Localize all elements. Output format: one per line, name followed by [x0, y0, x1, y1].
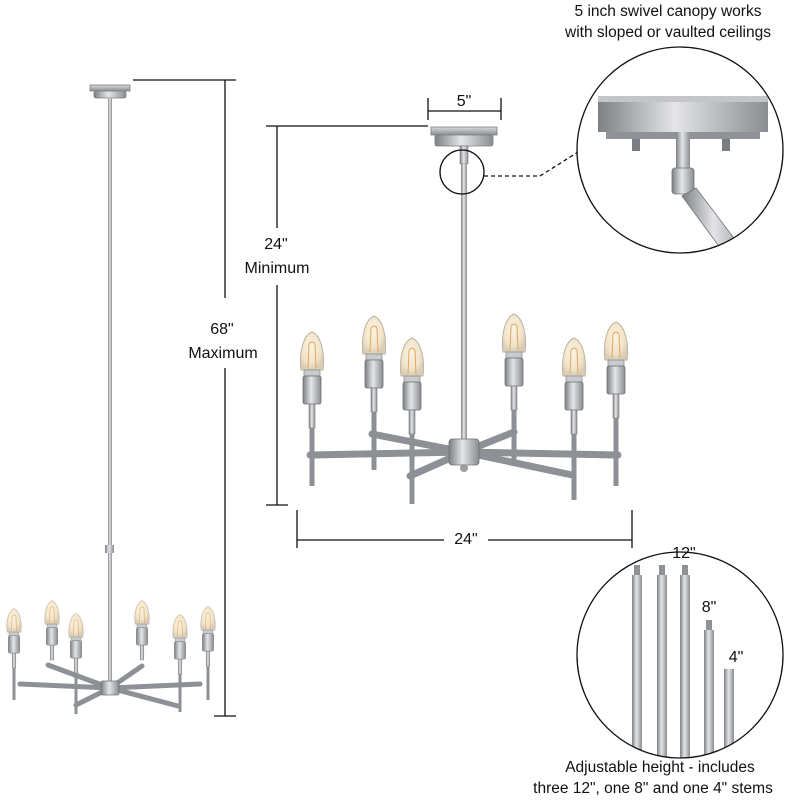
- canopy-width-label: 5": [456, 93, 472, 110]
- min-height-dimension-line: [266, 125, 428, 506]
- canopy-callout-line1: 5 inch swivel canopy works: [574, 3, 762, 20]
- min-height-label: Minimum: [244, 260, 310, 277]
- min-height-value: 24": [264, 236, 288, 253]
- center-fixture: [299, 126, 629, 504]
- fixture-width-label: 24": [454, 531, 478, 548]
- stem-8-label: 8": [701, 599, 717, 616]
- canopy-detail-inset: [576, 46, 784, 254]
- max-height-label: Maximum: [188, 345, 258, 362]
- max-height-dimension-line: [133, 79, 236, 717]
- stems-caption-line2: three 12", one 8" and one 4" stems: [533, 780, 773, 797]
- canopy-width-dimension-line: [427, 98, 502, 120]
- fixture-width-dimension-line: [296, 510, 633, 548]
- stem-12-label: 12": [672, 545, 696, 562]
- stems-detail-inset: [576, 551, 784, 759]
- canopy-callout-line2: with sloped or vaulted ceilings: [565, 24, 771, 41]
- max-height-value: 68": [210, 321, 234, 338]
- tall-fixture: [6, 84, 216, 714]
- stem-4-label: 4": [728, 649, 744, 666]
- stems-caption-line1: Adjustable height - includes: [565, 759, 755, 776]
